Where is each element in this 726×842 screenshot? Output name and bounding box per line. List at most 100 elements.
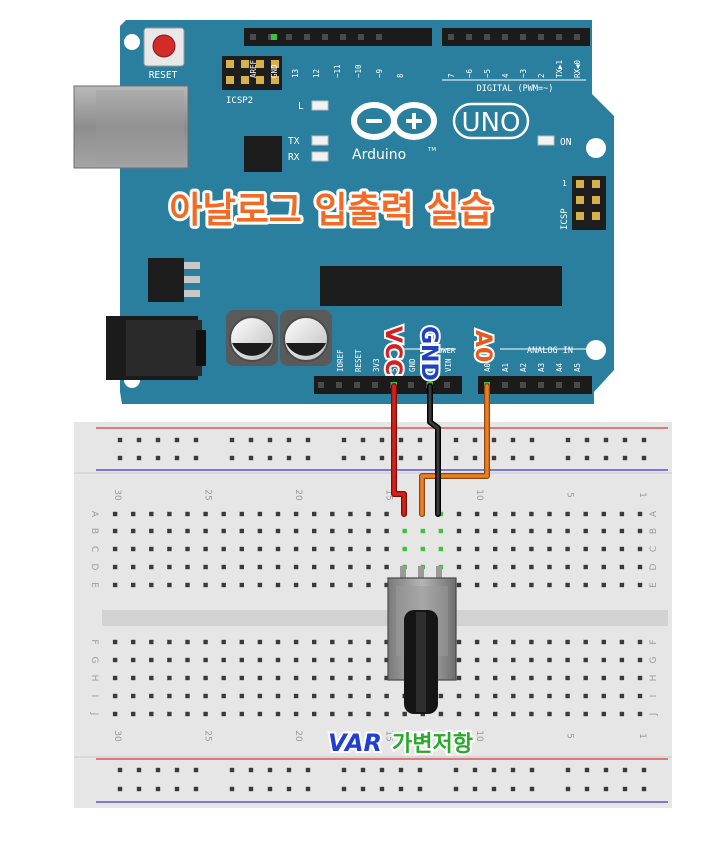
breadboard-hole (203, 564, 208, 570)
breadboard-hole (239, 639, 244, 645)
header-pin (538, 34, 544, 40)
breadboard-hole (348, 546, 353, 552)
breadboard-row-letter: G (649, 656, 659, 663)
breadboard-hole (221, 693, 226, 699)
mount-hole (586, 138, 606, 158)
breadboard-hole (174, 786, 180, 792)
breadboard-hole (221, 639, 226, 645)
breadboard-hole (286, 437, 292, 443)
breadboard-hole (565, 639, 570, 645)
breadboard-hole (474, 639, 480, 645)
breadboard-hole (379, 767, 385, 773)
digital-label: DIGITAL (PWM=~) (477, 84, 554, 94)
breadboard-hole (474, 582, 480, 588)
breadboard-hole (547, 511, 552, 517)
header-pin (376, 34, 382, 40)
breadboard-hole (420, 546, 425, 552)
breadboard-hole (360, 786, 366, 792)
breadboard-row-letter: G (89, 657, 99, 664)
digital-pin-label: ~11 (333, 64, 342, 78)
breadboard-hole (565, 767, 571, 773)
breadboard-hole (438, 528, 444, 534)
breadboard-hole (131, 582, 136, 588)
icsp-header (572, 176, 606, 230)
power-pin-label: GND (426, 358, 435, 372)
breadboard-hole (305, 786, 311, 792)
breadboard-hole (229, 455, 235, 461)
breadboard-hole (474, 511, 480, 517)
breadboard-hole (529, 582, 534, 588)
breadboard-hole (511, 711, 516, 717)
breadboard-hole (565, 455, 571, 461)
digital-pin-label: ~9 (375, 69, 384, 78)
breadboard-hole (149, 564, 154, 570)
breadboard-hole (438, 711, 444, 717)
breadboard-hole (312, 564, 317, 570)
led-rx (311, 151, 329, 162)
breadboard-hole (117, 437, 123, 443)
breadboard-hole (167, 564, 172, 570)
breadboard-hole (117, 767, 123, 773)
power-pin-label: 5V (390, 362, 399, 372)
breadboard-hole (293, 675, 299, 681)
breadboard-hole (229, 437, 235, 443)
breadboard-hole (637, 564, 643, 570)
breadboard-hole (637, 582, 643, 588)
breadboard-hole (167, 528, 172, 534)
breadboard-hole (136, 437, 142, 443)
digital-pin-label: 13 (291, 69, 300, 78)
header-pin (286, 34, 292, 40)
breadboard-hole (384, 657, 389, 663)
breadboard-hole (456, 546, 462, 552)
breadboard-row-letter: A (649, 510, 659, 517)
breadboard-hole (203, 657, 208, 663)
breadboard-hole (149, 639, 154, 645)
breadboard-hole (417, 437, 423, 443)
usb-connector (73, 85, 189, 169)
breadboard-hole (456, 582, 462, 588)
breadboard-hole (286, 455, 292, 461)
header-pin (322, 34, 328, 40)
breadboard-hole (117, 786, 123, 792)
breadboard-hole (493, 657, 498, 663)
breadboard-hole (193, 767, 199, 773)
breadboard-hole (330, 639, 335, 645)
mount-hole (124, 34, 140, 50)
header-pin (574, 34, 580, 40)
uno-badge (452, 102, 530, 140)
breadboard-hole (474, 693, 480, 699)
breadboard-hole (366, 528, 371, 534)
breadboard-hole (167, 693, 172, 699)
breadboard-hole (221, 657, 226, 663)
breadboard-hole (203, 711, 208, 717)
breadboard-hole (456, 564, 462, 570)
breadboard-hole (601, 639, 606, 645)
digital-pin-label: RX◀0 (573, 59, 582, 78)
breadboard-hole (366, 675, 371, 681)
breadboard-hole (131, 511, 136, 517)
breadboard-hole (491, 437, 497, 443)
breadboard-hole (221, 564, 226, 570)
breadboard-hole (267, 767, 273, 773)
breadboard-hole (493, 675, 498, 681)
analog-pin-label: A1 (501, 363, 510, 372)
led-rx-label: RX (288, 152, 300, 163)
breadboard-hole (305, 767, 311, 773)
breadboard-hole (622, 767, 628, 773)
breadboard-hole (584, 437, 590, 443)
breadboard-hole (366, 657, 371, 663)
breadboard-hole (453, 455, 459, 461)
breadboard-hole (438, 693, 444, 699)
breadboard-hole (257, 675, 263, 681)
breadboard-hole (267, 786, 273, 792)
breadboard-hole (619, 675, 625, 681)
breadboard-column-number: 30 (112, 489, 122, 501)
breadboard-hole (312, 657, 317, 663)
breadboard-hole (493, 639, 498, 645)
wire-vcc (392, 384, 406, 516)
header-pin-connected (271, 34, 277, 40)
breadboard-hole (312, 511, 317, 517)
analog-pin-label: A2 (519, 363, 528, 372)
